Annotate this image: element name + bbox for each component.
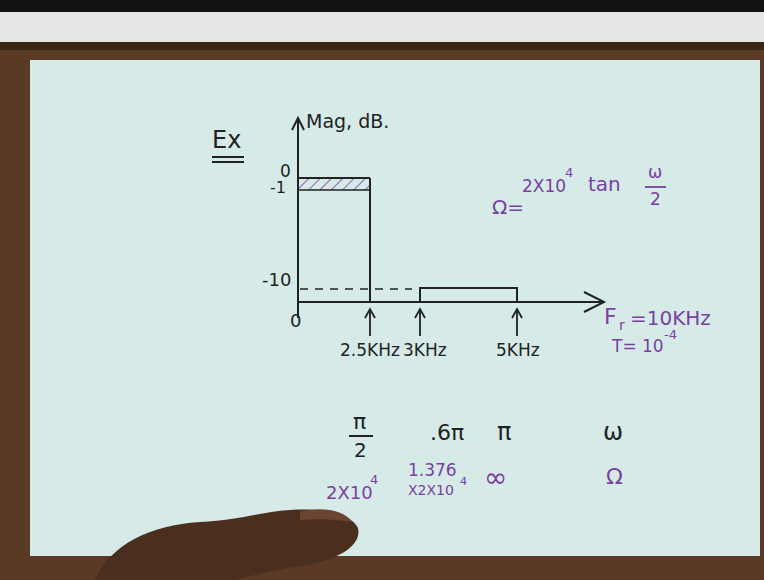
frequency-label: 2.5KHz — [340, 342, 400, 359]
subscript: r — [619, 318, 625, 332]
period-label: T= 10 — [612, 338, 664, 355]
digital-frequency: .6π — [430, 422, 464, 444]
sampling-rate: =10KHz — [630, 308, 711, 328]
formula-part: ω — [648, 164, 662, 181]
formula-part: 2 — [650, 191, 661, 208]
axis-title: Mag, dB. — [306, 112, 389, 131]
axis-symbol: Ω — [606, 466, 623, 488]
sampling-rate: F — [604, 306, 617, 328]
formula-part: Ω= — [492, 197, 524, 217]
tick-value: -1 — [270, 180, 286, 196]
example-tag: Ex — [212, 128, 241, 152]
exponent: 4 — [460, 476, 467, 487]
tick-value: -10 — [262, 271, 291, 289]
frequency-label: 5KHz — [496, 342, 540, 359]
tick-value: 0 — [280, 163, 291, 180]
origin-label: 0 — [290, 312, 301, 330]
digital-frequency: π — [353, 411, 366, 433]
exponent: 4 — [565, 166, 573, 179]
analog-frequency: X2X10 — [408, 483, 454, 497]
exponent: 4 — [370, 473, 378, 486]
formula-part: 2X10 — [522, 178, 566, 195]
digital-frequency: π — [497, 420, 511, 444]
frequency-label: 3KHz — [403, 342, 447, 359]
analog-frequency: ∞ — [484, 464, 507, 492]
formula-part: tan — [588, 174, 621, 194]
digital-frequency: 2 — [354, 440, 367, 460]
analog-frequency: 2X10 — [326, 484, 373, 502]
exponent: -4 — [664, 328, 677, 341]
analog-frequency: 1.376 — [408, 462, 457, 479]
axis-symbol: ω — [603, 420, 623, 444]
